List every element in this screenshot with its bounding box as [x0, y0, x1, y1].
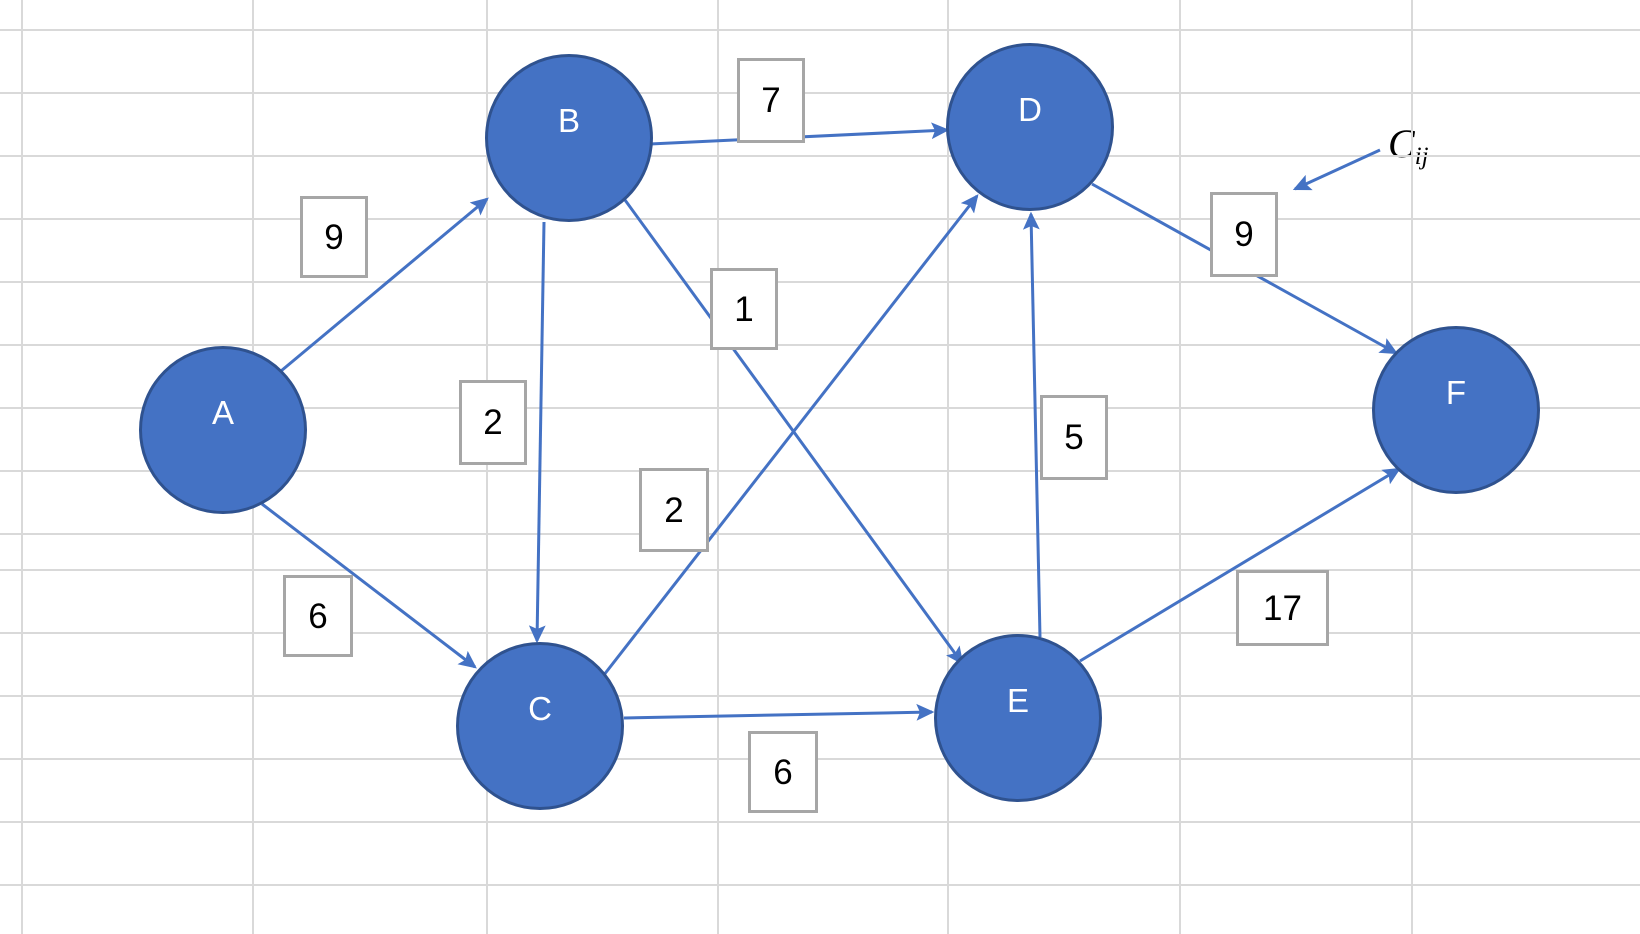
edge-weight-B-C[interactable]: 2: [459, 380, 527, 465]
edge-weight-A-C[interactable]: 6: [283, 575, 353, 657]
edge-C-to-E[interactable]: [623, 703, 935, 721]
edge-weight-B-E[interactable]: 1: [710, 268, 778, 350]
node-F[interactable]: [1372, 326, 1540, 494]
edge-E-to-F[interactable]: [1079, 467, 1402, 663]
node-A[interactable]: [139, 346, 307, 514]
edge-B-to-C[interactable]: [528, 221, 546, 644]
edge-A-to-C[interactable]: [261, 502, 477, 669]
node-label-B: B: [557, 102, 580, 139]
edge-weight-A-B[interactable]: 9: [300, 196, 368, 278]
node-label-A: A: [211, 394, 234, 431]
node-B[interactable]: [485, 54, 653, 222]
annotation-pointer-arrow: [1292, 148, 1381, 191]
node-D[interactable]: [946, 43, 1114, 211]
edge-weight-C-E[interactable]: 6: [748, 731, 818, 813]
edge-weight-D-F[interactable]: 9: [1210, 192, 1278, 277]
node-C[interactable]: [456, 642, 624, 810]
edge-weight-C-D[interactable]: 2: [639, 468, 709, 552]
edge-weight-E-D[interactable]: 5: [1040, 395, 1108, 480]
node-label-D: D: [1018, 91, 1042, 128]
node-label-C: C: [528, 690, 552, 727]
edge-weight-E-F[interactable]: 17: [1236, 570, 1329, 646]
edge-E-to-D[interactable]: [1022, 211, 1042, 638]
node-label-E: E: [1006, 682, 1029, 719]
edge-C-to-D[interactable]: [598, 194, 979, 681]
node-label-F: F: [1445, 374, 1467, 411]
edge-weight-B-D[interactable]: 7: [737, 58, 805, 143]
edge-A-to-B[interactable]: [280, 197, 489, 373]
